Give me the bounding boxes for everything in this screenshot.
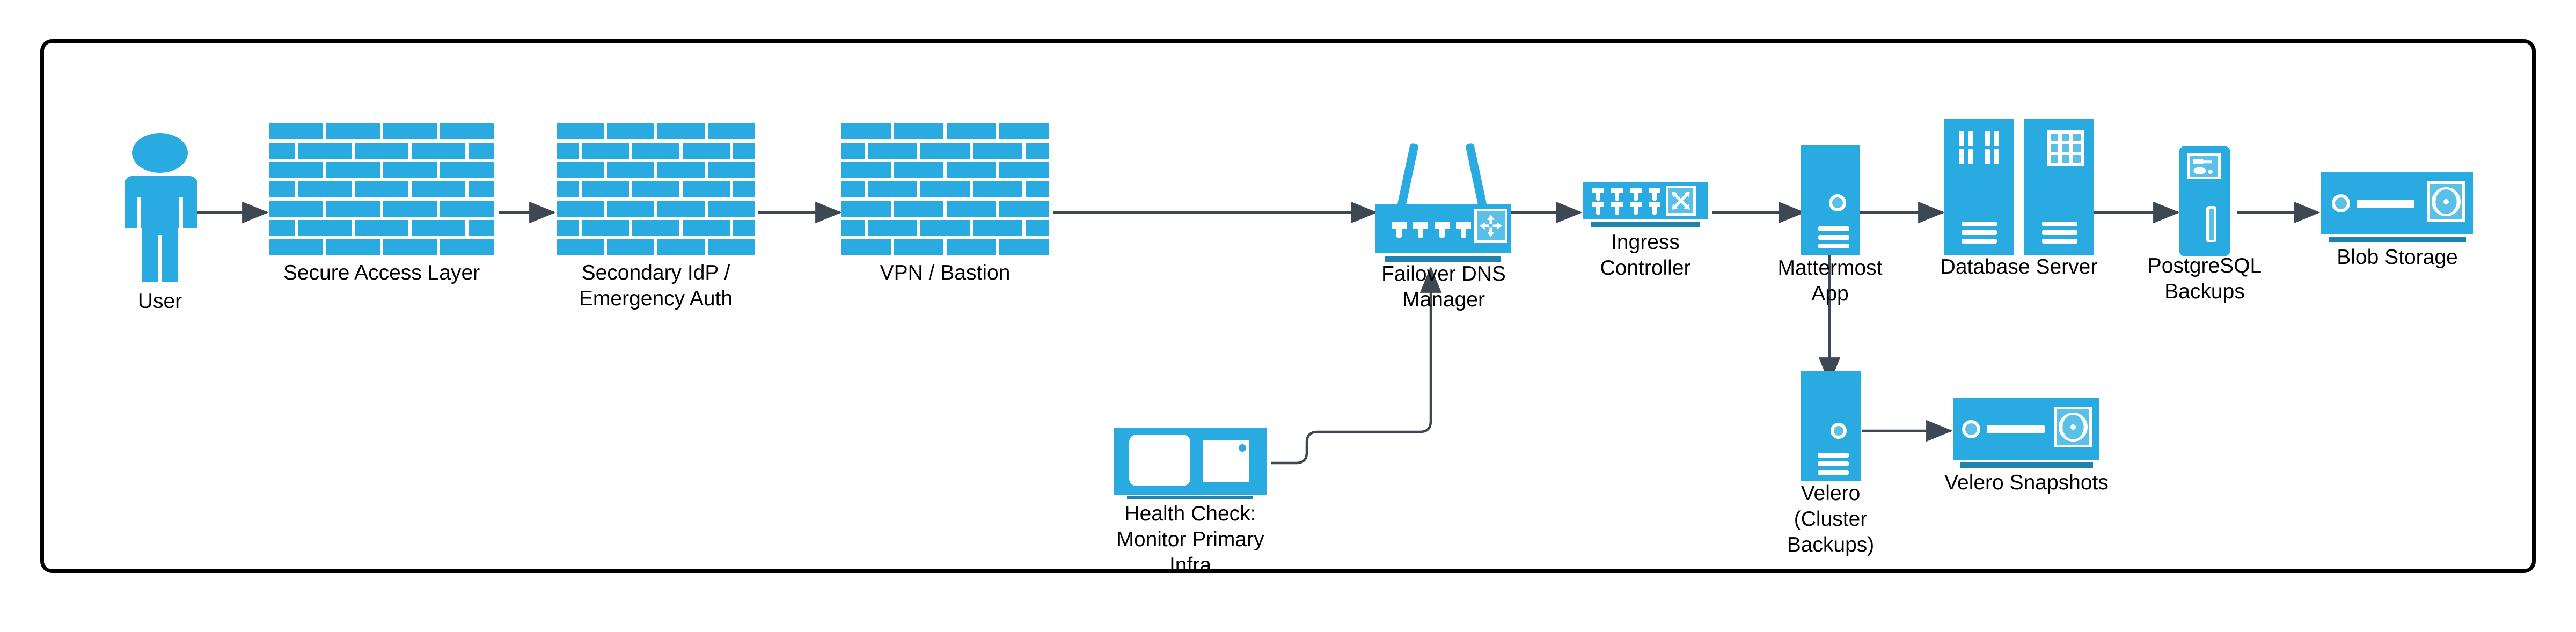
node-health-check[interactable]: Health Check: Monitor Primary Infra (1114, 428, 1275, 577)
label-line: Manager (1402, 288, 1485, 311)
label-line: Secondary IdP / (581, 261, 730, 284)
label-line: Controller (1600, 256, 1691, 280)
node-user[interactable]: User (122, 133, 197, 313)
label-line: App (1811, 282, 1849, 305)
label-line: Secure Access Layer (283, 261, 480, 284)
label-line: (Cluster (1794, 508, 1868, 531)
label-line: Emergency Auth (579, 287, 733, 310)
node-label-blob-storage: Blob Storage (2337, 245, 2458, 270)
node-label-user: User (138, 289, 182, 314)
diagram-boundary-frame (40, 39, 2536, 573)
backup-appliance-icon (2179, 146, 2237, 259)
backup-glyph-icon (2193, 158, 2213, 174)
label-line: Mattermost (1777, 256, 1883, 280)
server-tower-icon (1801, 371, 1861, 484)
node-velero-snapshots[interactable]: Velero Snapshots (1944, 398, 2109, 494)
wireless-router-icon (1371, 142, 1516, 268)
label-line: Health Check: (1124, 502, 1256, 525)
node-velero-cluster-backups[interactable]: Velero (Cluster Backups) (1787, 371, 1874, 556)
node-ingress-controller[interactable]: Ingress Controller (1583, 182, 1712, 280)
disk-storage-icon (1953, 398, 2109, 468)
server-tower-icon (1801, 145, 1860, 258)
node-postgresql-backups[interactable]: PostgreSQL Backups (2148, 146, 2262, 303)
node-label-failover-dns-manager: Failover DNS Manager (1381, 261, 1506, 313)
node-label-secure-access-layer: Secure Access Layer (283, 260, 480, 286)
network-switch-icon (1583, 182, 1712, 252)
label-line: VPN / Bastion (880, 261, 1011, 284)
label-line: Velero Snapshots (1944, 471, 2109, 494)
label-line: Database Server (1940, 255, 2098, 278)
disc-platter-icon (2432, 187, 2461, 216)
database-server-rack-icon (1944, 119, 2094, 258)
node-mattermost-app[interactable]: Mattermost App (1777, 145, 1883, 305)
node-label-velero-snapshots: Velero Snapshots (1944, 470, 2109, 496)
node-label-database-server: Database Server (1941, 254, 2098, 280)
firewall-brick-wall-icon (841, 123, 1053, 264)
cross-arrows-icon (1672, 192, 1690, 210)
label-line: Failover DNS (1381, 262, 1506, 285)
disc-platter-icon (2059, 413, 2088, 442)
node-label-secondary-idp: Secondary IdP / Emergency Auth (579, 260, 733, 312)
node-label-velero-cluster-backups: Velero (Cluster Backups) (1787, 481, 1875, 558)
label-line: Infra (1169, 554, 1212, 577)
node-label-ingress-controller: Ingress Controller (1600, 230, 1690, 281)
node-secondary-idp[interactable]: Secondary IdP / Emergency Auth (557, 123, 758, 310)
disk-storage-icon (2321, 172, 2477, 242)
label-line: Velero (1801, 482, 1861, 505)
label-line: User (137, 290, 182, 313)
user-person-icon (122, 133, 197, 283)
label-line: PostgreSQL (2147, 254, 2262, 277)
firewall-brick-wall-icon (557, 123, 758, 264)
monitor-display-icon (1114, 428, 1275, 499)
node-failover-dns-manager[interactable]: Failover DNS Manager (1371, 142, 1516, 311)
node-label-vpn-bastion: VPN / Bastion (880, 260, 1011, 286)
node-label-mattermost-app: Mattermost App (1777, 255, 1882, 307)
node-vpn-bastion[interactable]: VPN / Bastion (841, 123, 1053, 284)
four-way-arrows-icon (1480, 215, 1502, 237)
label-line: Ingress (1611, 231, 1680, 254)
label-line: Backups) (1787, 533, 1875, 556)
label-line: Monitor Primary (1116, 528, 1264, 551)
node-blob-storage[interactable]: Blob Storage (2321, 172, 2477, 269)
node-secure-access-layer[interactable]: Secure Access Layer (269, 123, 499, 284)
node-label-health-check: Health Check: Monitor Primary Infra (1116, 501, 1264, 578)
label-line: Blob Storage (2337, 246, 2458, 269)
node-label-postgresql-backups: PostgreSQL Backups (2148, 253, 2262, 305)
node-database-server[interactable]: Database Server (1941, 119, 2097, 278)
label-line: Backups (2164, 280, 2245, 303)
firewall-brick-wall-icon (269, 123, 499, 264)
